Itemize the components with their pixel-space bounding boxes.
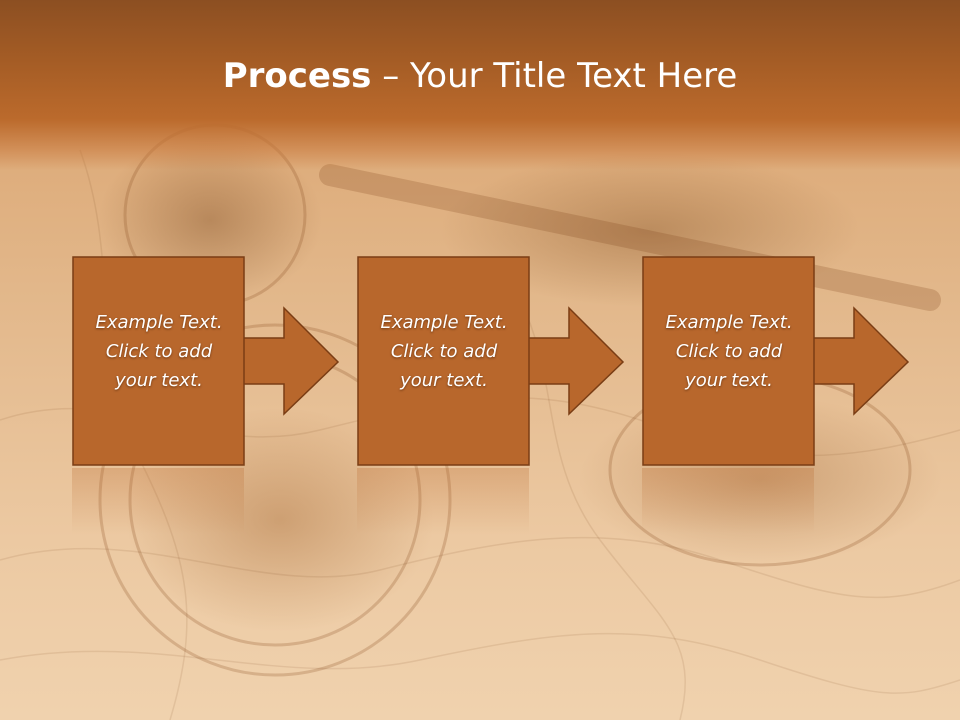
arrow-right-icon <box>809 306 910 416</box>
step-line: Example Text. <box>95 312 223 333</box>
title-band <box>0 0 960 170</box>
arrow-right-icon <box>239 306 340 416</box>
step-shape <box>357 256 625 534</box>
step-line: Click to add <box>390 341 498 362</box>
step-box <box>642 256 815 466</box>
step-box <box>357 256 530 466</box>
step-text[interactable]: Example Text. Click to add your text. <box>642 308 816 395</box>
slide-title[interactable]: Process – Your Title Text Here <box>0 54 960 98</box>
step-box <box>72 256 245 466</box>
step-line: Example Text. <box>665 312 793 333</box>
step-text[interactable]: Example Text. Click to add your text. <box>72 308 246 395</box>
step-text[interactable]: Example Text. Click to add your text. <box>357 308 531 395</box>
spyglass-body <box>319 164 941 311</box>
step-shape <box>642 256 910 534</box>
step-line: your text. <box>400 370 488 391</box>
step-box-reflection <box>72 468 244 534</box>
title-rest: – Your Title Text Here <box>371 56 738 96</box>
step-line: your text. <box>685 370 773 391</box>
process-step-1[interactable]: Example Text. Click to add your text. <box>72 256 412 536</box>
step-box-reflection <box>357 468 529 534</box>
step-shape <box>72 256 340 534</box>
step-line: Click to add <box>105 341 213 362</box>
process-step-2[interactable]: Example Text. Click to add your text. <box>357 256 697 536</box>
title-bold: Process <box>222 56 372 96</box>
arrow-right-icon <box>524 306 625 416</box>
process-step-3[interactable]: Example Text. Click to add your text. <box>642 256 952 536</box>
step-line: Click to add <box>675 341 783 362</box>
step-line: your text. <box>115 370 203 391</box>
step-line: Example Text. <box>380 312 508 333</box>
step-box-reflection <box>642 468 814 534</box>
